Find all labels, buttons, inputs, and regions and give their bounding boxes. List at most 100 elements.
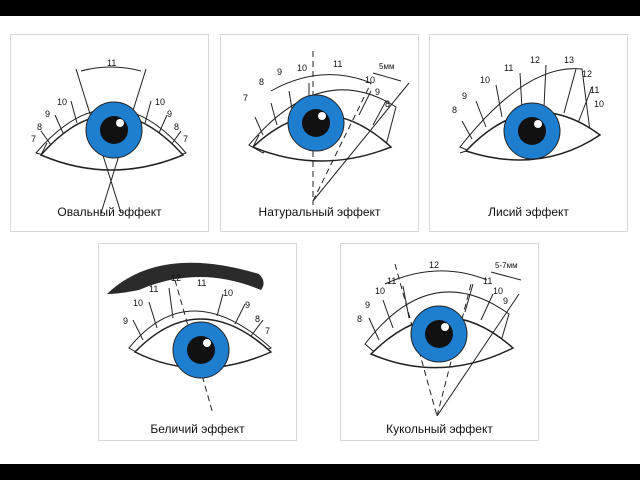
lash-divider: [168, 287, 174, 319]
length-label: 8: [259, 77, 264, 87]
lash-divider: [40, 130, 52, 146]
length-label: 11: [504, 63, 513, 73]
pupil: [100, 116, 128, 144]
lash-divider: [382, 299, 394, 329]
length-label: 10: [155, 97, 165, 107]
oval-effect-diagram: 7 8 9 10 11 10 9 8 7: [31, 58, 188, 214]
bottom-letterbox-bar: [0, 464, 640, 480]
length-label: 9: [503, 296, 508, 306]
oval-effect-panel: 7 8 9 10 11 10 9 8 7 Овальный эффект: [10, 34, 209, 232]
length-label: 9: [365, 300, 370, 310]
eyebrow: [107, 262, 264, 294]
lash-divider: [372, 100, 387, 126]
length-label: 10: [133, 298, 143, 308]
length-label: 10: [57, 97, 67, 107]
length-label: 9: [45, 109, 50, 119]
lash-divider: [54, 114, 64, 134]
length-label: 11: [590, 85, 599, 95]
pupil-highlight: [116, 119, 124, 127]
length-label: 9: [245, 300, 250, 310]
pupil-highlight: [441, 323, 449, 331]
length-label: 12: [429, 260, 439, 270]
lash-divider: [250, 319, 264, 337]
pupil: [302, 109, 330, 137]
lash-divider: [519, 72, 523, 110]
doll-effect-diagram: 8 9 10 11 12 11 10 9 5-7мм: [357, 260, 522, 417]
offset-arrow: [372, 72, 402, 82]
guide-line: [436, 293, 520, 417]
length-label: 10: [223, 288, 233, 298]
pupil: [518, 117, 546, 145]
lash-divider: [563, 68, 577, 114]
length-label: 8: [385, 99, 390, 109]
fox-effect-panel: 8 9 10 11 12 13 12 11 10 Лисий эффект: [429, 34, 628, 232]
lash-divider: [577, 86, 593, 124]
pupil-highlight: [318, 112, 326, 120]
length-label: 10: [297, 63, 307, 73]
length-label: 10: [480, 75, 490, 85]
lash-divider: [170, 130, 182, 146]
lash-divider: [480, 293, 494, 321]
top-letterbox-bar: [0, 0, 640, 16]
lash-divider: [270, 102, 278, 126]
doll-effect-panel: 8 9 10 11 12 11 10 9 5-7мм Кукольный эфф…: [340, 243, 539, 441]
measure-arc: [270, 74, 372, 92]
measure-arc: [384, 270, 488, 285]
pupil: [187, 336, 215, 364]
lash-divider: [158, 114, 168, 134]
panel-caption: Овальный эффект: [57, 205, 162, 219]
offset-label: 5мм: [379, 62, 394, 71]
length-label: 9: [375, 87, 380, 97]
length-label: 11: [333, 59, 342, 69]
lash-divider: [475, 100, 487, 128]
length-label: 7: [243, 93, 248, 103]
length-label: 9: [167, 109, 172, 119]
inner-corner: [459, 150, 467, 154]
length-label: 10: [365, 75, 375, 85]
lash-divider: [144, 100, 152, 124]
length-label: 12: [171, 273, 181, 283]
length-label: 11: [483, 276, 492, 286]
lash-divider: [132, 319, 144, 341]
length-label: 7: [265, 326, 270, 336]
length-label: 8: [255, 314, 260, 324]
fox-effect-diagram: 8 9 10 11 12 13 12 11 10: [452, 55, 604, 161]
inner-corner: [40, 142, 48, 156]
guide-line: [312, 82, 410, 202]
length-label: 11: [107, 58, 116, 68]
length-label: 12: [582, 69, 592, 79]
guide-line: [394, 263, 438, 417]
length-label: 7: [183, 134, 188, 144]
lash-divider: [234, 303, 246, 325]
natural-effect-diagram: 7 8 9 10 11 10 9 8 5мм: [243, 51, 410, 205]
length-label: 7: [31, 134, 36, 144]
measure-arc: [80, 66, 142, 72]
lash-divider: [254, 116, 264, 136]
length-label: 9: [277, 67, 282, 77]
pupil-highlight: [203, 339, 211, 347]
length-label: 8: [357, 314, 362, 324]
natural-effect-panel: 7 8 9 10 11 10 9 8 5мм Натуральный эффек…: [220, 34, 419, 232]
lash-divider: [358, 90, 372, 116]
lash-divider: [216, 293, 224, 317]
length-label: 8: [452, 105, 457, 115]
length-label: 10: [375, 286, 385, 296]
pupil-highlight: [534, 120, 542, 128]
length-label: 11: [197, 278, 206, 288]
lash-divider: [495, 84, 503, 118]
panel-caption: Натуральный эффект: [258, 205, 381, 219]
guide-line: [436, 283, 472, 417]
panel-caption: Беличий эффект: [150, 422, 245, 436]
lash-divider: [464, 283, 474, 313]
lash-divider: [461, 120, 473, 140]
inner-corner: [252, 134, 260, 148]
length-label: 12: [530, 55, 540, 65]
length-label: 8: [174, 122, 179, 132]
panel-caption: Кукольный эффект: [386, 422, 493, 436]
offset-arrow: [490, 271, 522, 281]
lash-divider: [148, 301, 158, 329]
squirrel-effect-panel: 9 10 11 12 11 10 9 8 7 Беличий эффект: [98, 243, 297, 441]
lash-divider: [368, 317, 380, 341]
lash-divider: [543, 64, 547, 108]
length-label: 10: [594, 99, 604, 109]
